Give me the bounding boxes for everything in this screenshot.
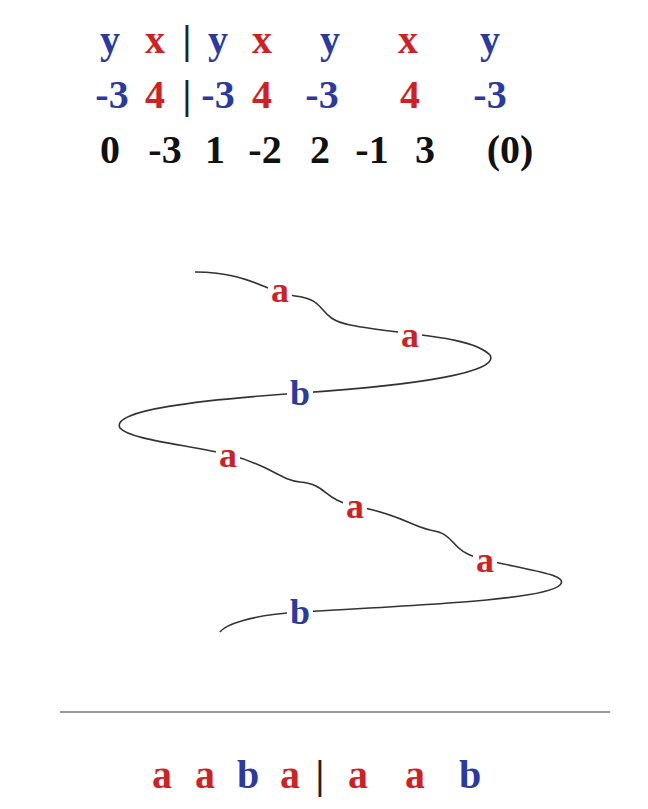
curve-letter: a [343,488,367,524]
curve-letter: a [398,317,422,353]
sequence-token: -3 [201,75,234,115]
curve-letter: a [216,437,240,473]
sequence-token: -3 [148,130,181,170]
sequence-token: -3 [473,75,506,115]
word-token: a [348,755,368,795]
sequence-token: 4 [145,75,165,115]
sequence-token: 3 [415,130,435,170]
curve-letter: a [268,272,292,308]
sequence-token: 2 [310,130,330,170]
sequence-token: 1 [205,130,225,170]
sequence-token: x [398,20,418,60]
curve-letter: b [287,375,313,411]
word-token: a [195,755,215,795]
sequence-token: -3 [305,75,338,115]
wavy-curve [119,272,561,632]
word-token: a [405,755,425,795]
sequence-token: x [145,20,165,60]
sequence-token: y [208,20,228,60]
sequence-token: | [183,75,192,115]
curve-letter: b [287,594,313,630]
word-token: | [316,755,325,795]
sequence-token: 0 [100,130,120,170]
word-token: b [237,755,259,795]
sequence-token: -2 [248,130,281,170]
sequence-token: 4 [400,75,420,115]
curve-letter: a [473,542,497,578]
word-token: a [280,755,300,795]
sequence-token: -1 [355,130,388,170]
sequence-token: | [183,20,192,60]
sequence-token: y [320,20,340,60]
sequence-token: y [480,20,500,60]
sequence-token: (0) [487,130,534,170]
sequence-token: x [252,20,272,60]
sequence-token: y [100,20,120,60]
word-token: b [459,755,481,795]
sequence-token: -3 [95,75,128,115]
sequence-token: 4 [252,75,272,115]
divider-line [60,711,610,713]
word-token: a [152,755,172,795]
